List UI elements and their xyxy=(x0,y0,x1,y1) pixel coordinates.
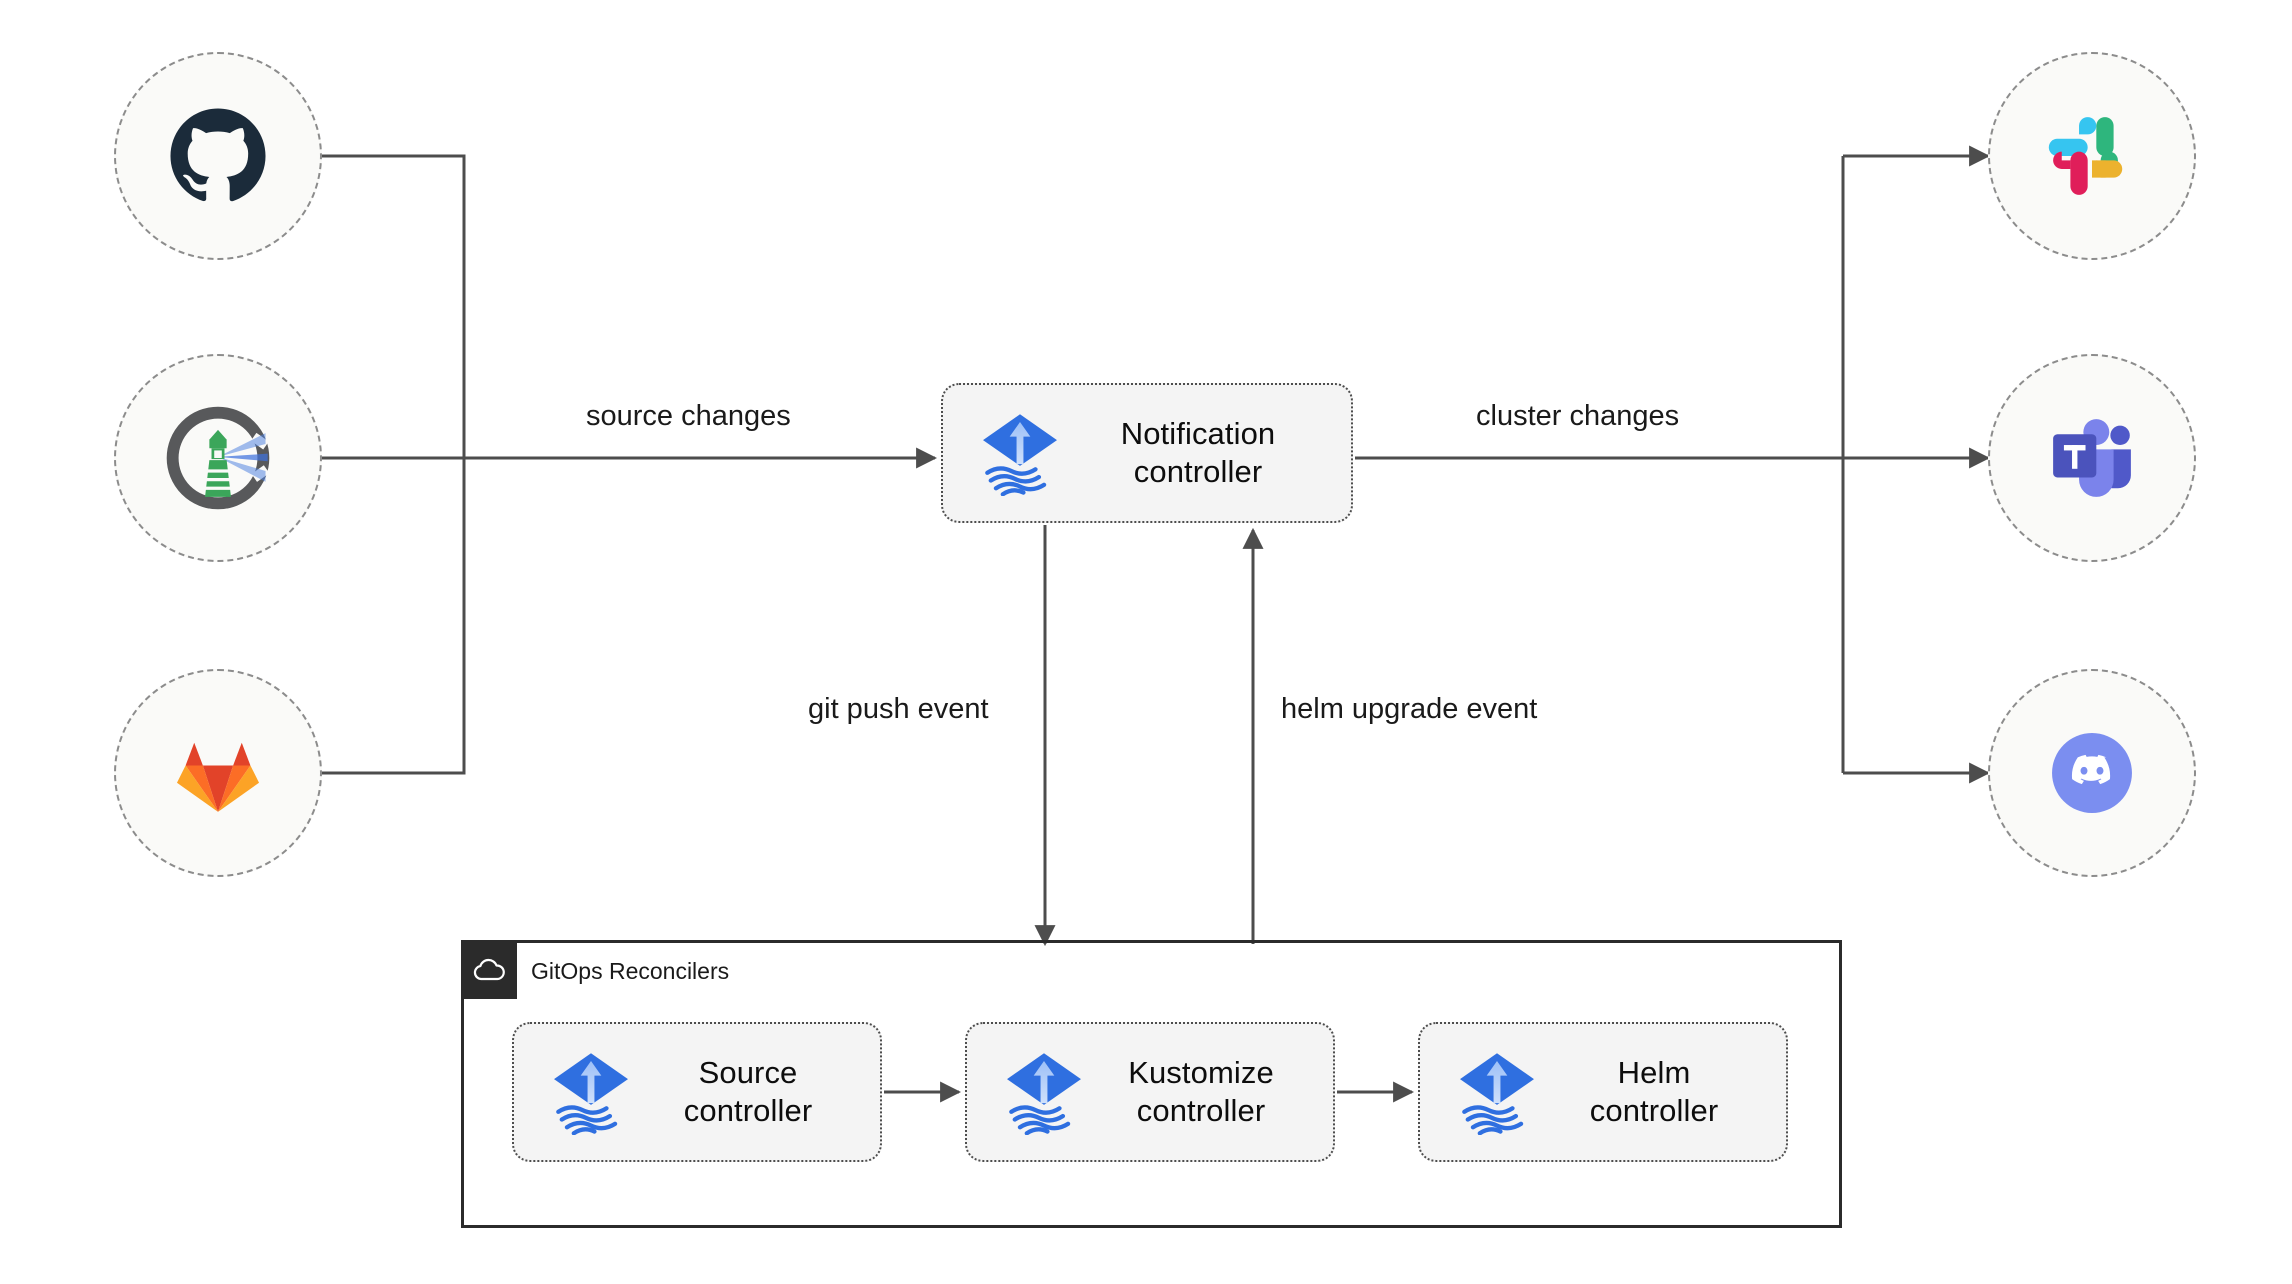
source-controller-label-line1: Source xyxy=(698,1054,798,1090)
target-node-slack[interactable] xyxy=(1988,52,2196,260)
flux-icon xyxy=(1460,1053,1534,1135)
slack-icon xyxy=(2048,117,2123,195)
gitops-reconcilers-panel xyxy=(461,940,1842,1228)
helm-controller-label-line2: controller xyxy=(1589,1093,1719,1128)
source-node-container-registry[interactable] xyxy=(114,354,322,562)
kustomize-controller-label-line2: controller xyxy=(1136,1093,1266,1128)
kustomize-controller-label-line1: Kustomize xyxy=(1128,1054,1274,1090)
target-node-discord[interactable] xyxy=(1988,669,2196,877)
flux-icon xyxy=(1007,1053,1081,1135)
github-icon xyxy=(170,108,266,202)
source-controller-label: Source controller xyxy=(634,1054,880,1130)
notification-controller-label: Notification controller xyxy=(1063,415,1351,491)
microsoft-teams-icon xyxy=(2053,419,2131,497)
gitops-reconcilers-header: GitOps Reconcilers xyxy=(461,943,729,999)
source-node-github[interactable] xyxy=(114,52,322,260)
gitlab-icon xyxy=(176,742,260,812)
flux-icon xyxy=(983,414,1057,496)
discord-icon xyxy=(2052,733,2132,813)
edge-label-helm-upgrade-event: helm upgrade event xyxy=(1273,693,1546,726)
helm-controller-node[interactable]: Helm controller xyxy=(1418,1022,1788,1162)
edge-label-source-changes: source changes xyxy=(578,400,799,433)
notification-controller-label-line1: Notification xyxy=(1120,415,1276,451)
target-node-microsoft-teams[interactable] xyxy=(1988,354,2196,562)
wire-github-to-bus xyxy=(322,154,466,458)
notification-controller-label-line2: controller xyxy=(1133,454,1263,489)
cloud-icon xyxy=(473,958,505,981)
edge-label-git-push-event: git push event xyxy=(800,693,997,726)
notification-controller-node[interactable]: Notification controller xyxy=(941,383,1353,523)
lighthouse-icon xyxy=(166,406,270,510)
source-controller-label-line2: controller xyxy=(683,1093,813,1128)
helm-controller-label-line1: Helm xyxy=(1617,1054,1691,1090)
gitops-reconcilers-title: GitOps Reconcilers xyxy=(531,957,730,984)
kustomize-controller-node[interactable]: Kustomize controller xyxy=(965,1022,1335,1162)
flux-icon xyxy=(554,1053,628,1135)
kustomize-controller-label: Kustomize controller xyxy=(1087,1054,1333,1130)
source-controller-node[interactable]: Source controller xyxy=(512,1022,882,1162)
helm-controller-label: Helm controller xyxy=(1540,1054,1786,1130)
wire-gitlab-to-bus xyxy=(322,458,466,775)
source-node-gitlab[interactable] xyxy=(114,669,322,877)
cloud-badge xyxy=(461,943,517,999)
edge-label-cluster-changes: cluster changes xyxy=(1468,400,1688,433)
